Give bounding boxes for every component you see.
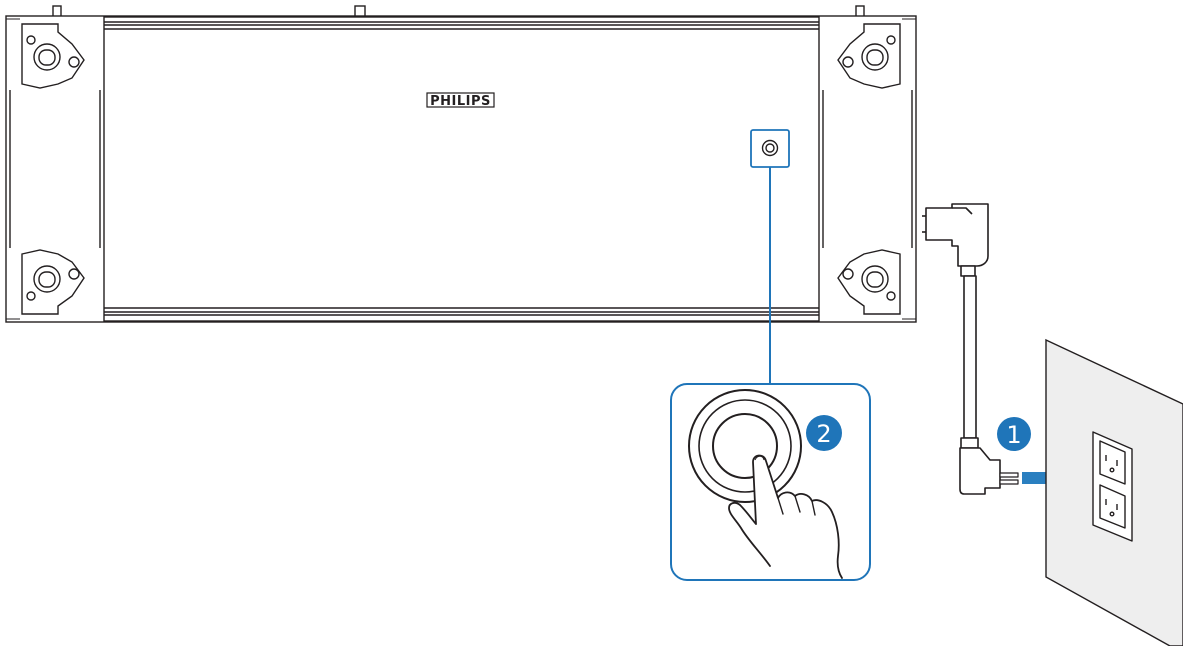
step-number-1: 1	[1006, 421, 1021, 449]
power-button[interactable]	[750, 129, 790, 168]
step-number-2: 2	[816, 420, 831, 448]
step-badge-1: 1	[997, 417, 1031, 451]
brand-logo: PHILIPS	[426, 92, 495, 109]
mount-bracket-bottom-right	[837, 249, 901, 315]
power-cable	[922, 203, 1019, 495]
pointing-hand-icon	[728, 454, 843, 579]
side-rails	[9, 90, 913, 248]
wall-plug	[959, 447, 1001, 495]
central-housing	[103, 16, 820, 322]
outlet-socket-lower	[1099, 484, 1126, 529]
outlet-socket-upper	[1099, 440, 1126, 485]
panel-outer-frame	[5, 15, 917, 323]
mount-bracket-bottom-left	[21, 249, 85, 315]
mount-bracket-top-left	[21, 23, 85, 89]
callout-power-button: 2	[670, 383, 871, 581]
brand-logo-text: PHILIPS	[430, 94, 491, 109]
display-panel-rear	[5, 5, 917, 323]
frame-tick-marks	[6, 18, 916, 320]
wall-outlet	[1092, 431, 1133, 542]
mount-bracket-top-right	[837, 23, 901, 89]
panel-connector	[925, 203, 989, 267]
step-badge-2: 2	[806, 415, 842, 451]
